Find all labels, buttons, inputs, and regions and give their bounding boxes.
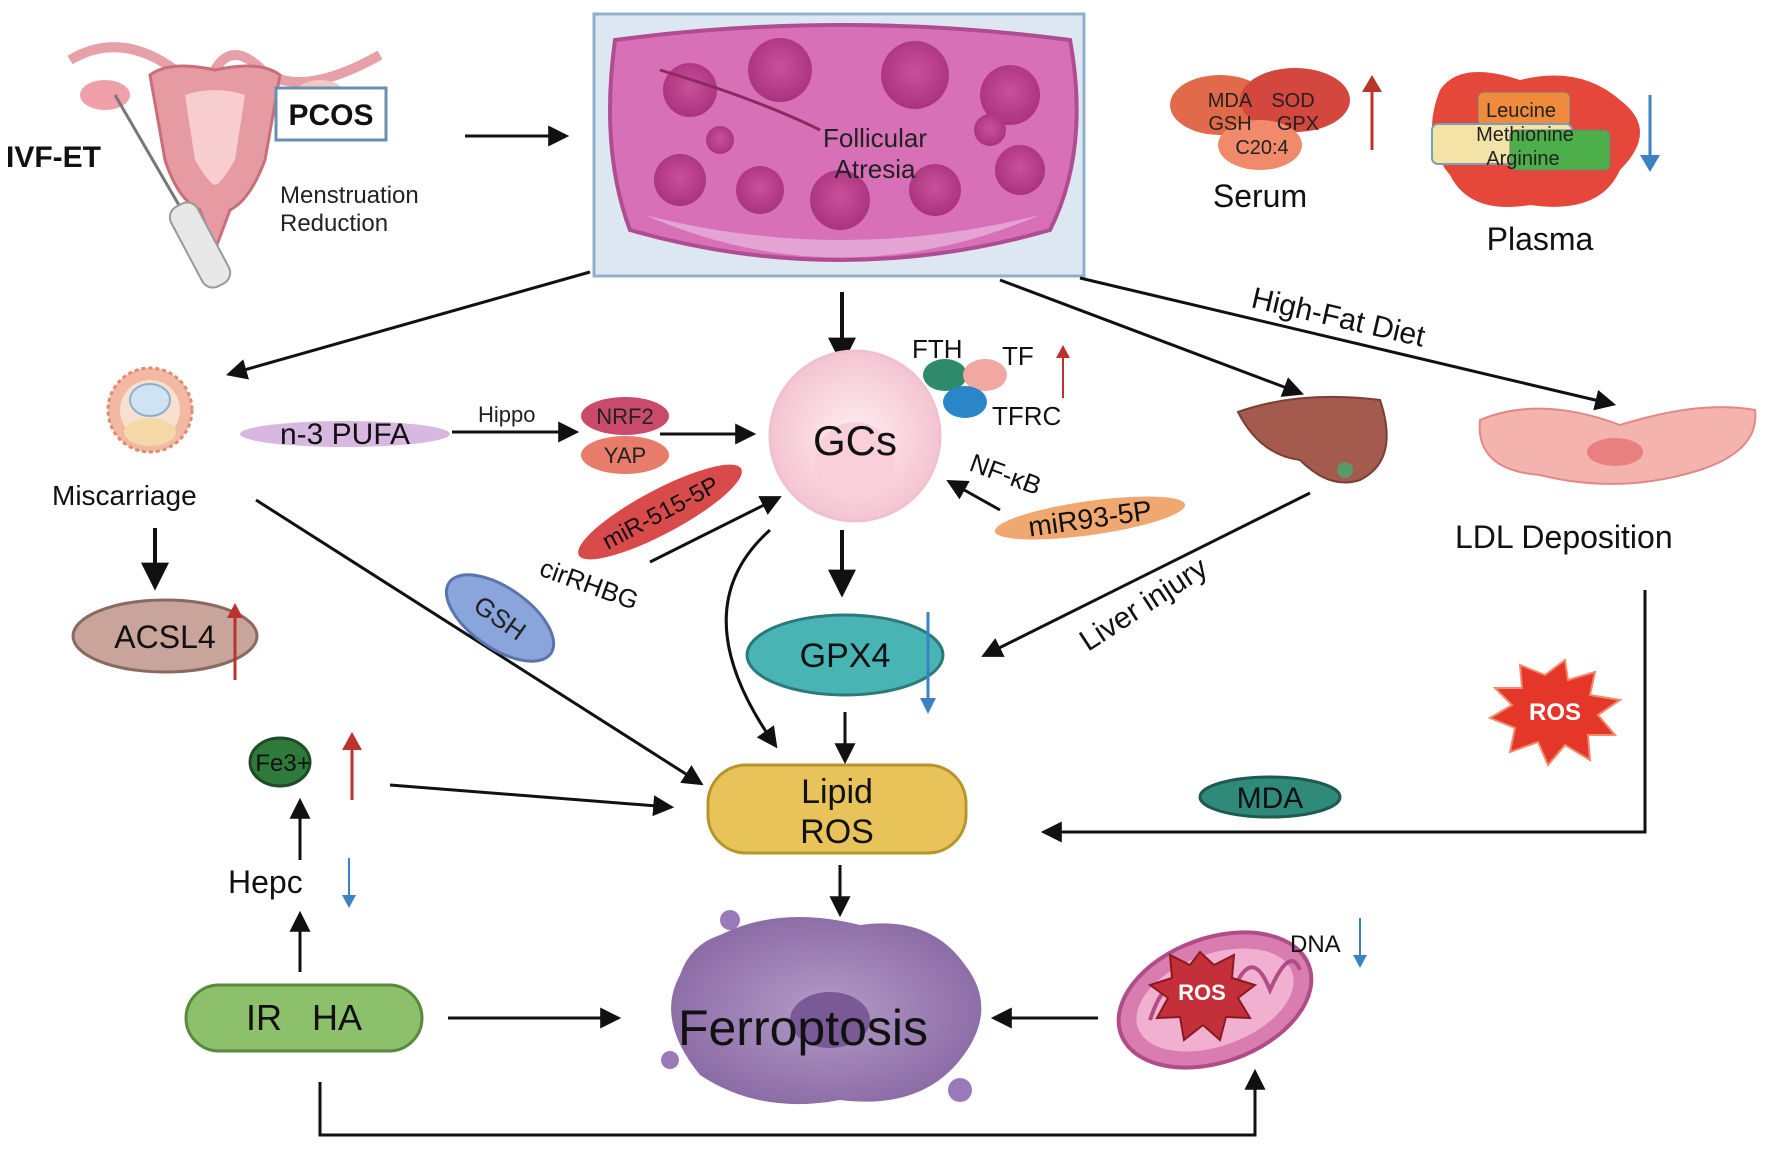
mda-label: MDA — [1237, 782, 1304, 815]
hippo-label: Hippo — [478, 402, 535, 427]
fe3-to-lipid-arrow — [389, 783, 675, 817]
irha-to-mito-path — [318, 1068, 1266, 1137]
reduction-label: Reduction — [280, 210, 388, 237]
nrf2-ellipse — [581, 397, 669, 435]
ferroptosis-cell — [661, 910, 982, 1105]
mir93-to-gcs-arrow — [946, 479, 1001, 512]
fe3-label: Fe3+ — [255, 750, 310, 777]
serum-mda-label: MDA — [1208, 90, 1253, 112]
mito-ros-burst — [1147, 950, 1258, 1042]
nrf2-label: NRF2 — [596, 404, 653, 429]
atresia-label: Atresia — [835, 154, 916, 184]
mir515-ellipse — [578, 464, 742, 560]
ovary-illustration — [608, 23, 1079, 262]
plasma-label: Plasma — [1487, 221, 1594, 257]
plasma-methionine-label: Methionine — [1476, 124, 1574, 146]
plasma-leucine-label: Leucine — [1486, 100, 1556, 122]
tf-up-arrowhead — [1056, 345, 1070, 358]
cirrhbg-to-gcs-arrow — [649, 496, 782, 564]
ldl-deposition-label: LDL Deposition — [1455, 519, 1673, 555]
tfrc-label: TFRC — [992, 401, 1061, 431]
gpx4-down-arrowhead — [920, 698, 936, 714]
fth-label: FTH — [912, 334, 963, 364]
dna-down-arrowhead — [1353, 955, 1367, 968]
atresia-to-miscarriage-arrow — [225, 270, 591, 380]
high-fat-diet-label: High-Fat Diet — [1248, 282, 1428, 354]
uterus-illustration — [67, 42, 383, 289]
lipid-ros-pill — [706, 763, 968, 855]
fe3-up-arrowhead — [342, 732, 362, 750]
serum-gpx-label: GPX — [1277, 113, 1319, 135]
lipid-label: Lipid — [801, 773, 873, 811]
tf-label: TF — [1002, 341, 1034, 371]
yap-ellipse — [581, 436, 669, 474]
dna-label: DNA — [1290, 931, 1341, 958]
n3-pufa-ellipse — [240, 421, 450, 447]
gcs-label: GCs — [813, 417, 897, 464]
n3-pufa-label: n-3 PUFA — [280, 418, 410, 451]
serum-sod-label: SOD — [1271, 90, 1314, 112]
embryo-icon — [106, 366, 194, 454]
ros-star-burst — [1487, 658, 1623, 767]
plasma-down-arrowhead — [1640, 155, 1660, 172]
follicular-label: Follicular — [823, 123, 927, 153]
atresia-to-ldl-arrow — [1079, 276, 1617, 411]
plasma-arginine-label: Arginine — [1486, 148, 1559, 170]
cirrhbg-label: cirRHBG — [536, 552, 643, 615]
gpx4-label: GPX4 — [800, 637, 891, 675]
hepc-label: Hepc — [228, 864, 303, 900]
acsl4-up-arrowhead — [227, 603, 243, 618]
acsl4-label: ACSL4 — [114, 619, 215, 655]
ir-ha-pill — [184, 983, 424, 1053]
serum-c204-label: C20:4 — [1235, 137, 1288, 159]
gsh-ellipse — [444, 573, 556, 663]
gcs-nucleus — [815, 422, 895, 502]
pcos-label: PCOS — [288, 99, 373, 132]
miscarriage-label: Miscarriage — [52, 480, 197, 511]
menstruation-label: Menstruation — [280, 182, 419, 209]
yap-label: YAP — [604, 443, 646, 468]
atresia-to-liver-arrow — [999, 278, 1304, 397]
mda-ellipse — [1198, 775, 1342, 819]
pcos-box — [274, 86, 388, 142]
liver-icon — [1236, 395, 1388, 484]
serum-up-arrowhead — [1362, 75, 1382, 92]
iron-protein-cluster — [923, 359, 1007, 418]
ir-ha-label: IR HA — [246, 997, 362, 1038]
hepc-down-arrowhead — [342, 895, 356, 908]
liver-to-gpx4-arrow — [981, 491, 1311, 657]
mito-ros-label: ROS — [1178, 980, 1226, 1005]
gpx4-ellipse — [745, 613, 945, 697]
lipid-ros-label: ROS — [800, 813, 874, 851]
acsl4-ellipse — [71, 598, 259, 674]
ldl-to-lipid-path — [1040, 590, 1647, 843]
ferroptosis-label: Ferroptosis — [678, 1000, 928, 1056]
fe3-ellipse — [248, 736, 312, 788]
liver-injury-label: Liver injury — [1074, 551, 1214, 658]
plasma-blob — [1431, 72, 1640, 207]
serum-gsh-label: GSH — [1208, 113, 1251, 135]
ivf-et-label: IVF-ET — [6, 141, 101, 174]
mir93-ellipse — [994, 496, 1186, 540]
gcs-to-lipid-curve-arrow — [724, 528, 778, 749]
serum-cluster — [1170, 68, 1350, 170]
miscarriage-to-lipid-arrow — [255, 498, 704, 786]
nfkb-label: NF-κB — [966, 447, 1045, 500]
ros-star-label: ROS — [1529, 699, 1581, 726]
ldl-cell — [1478, 406, 1757, 485]
serum-label: Serum — [1213, 178, 1307, 214]
